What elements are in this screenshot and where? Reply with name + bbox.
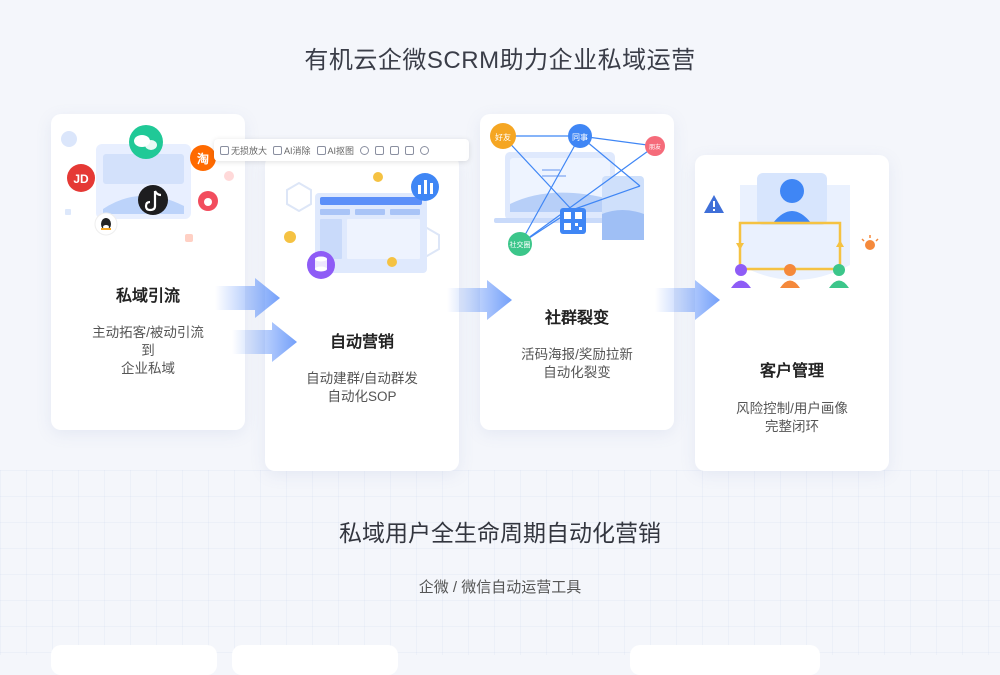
flow-arrow-icon: [655, 280, 720, 320]
card-title: 自动营销: [329, 334, 394, 351]
svg-text:JD: JD: [73, 172, 89, 186]
weibo-icon: [198, 191, 218, 211]
flow-arrow-icon: [215, 278, 280, 318]
user-avatar-icon: [773, 179, 811, 223]
svg-text:淘: 淘: [197, 151, 209, 166]
user-orange-icon: [780, 264, 800, 288]
partner-node-icon: 朋友: [645, 136, 665, 156]
card-community-fission[interactable]: 好友 同事 朋友 社交圈 社群裂变 活码海报/奖励拉新 自动化裂变: [480, 114, 674, 430]
download-icon[interactable]: [405, 145, 415, 155]
section-title: 私域用户全生命周期自动化营销: [339, 520, 661, 546]
card-auto-marketing[interactable]: 自动营销 自动建群/自动群发 自动化SOP: [265, 155, 459, 471]
image-toolbar[interactable]: 无损放大 AI消除 AI抠图: [214, 139, 469, 161]
flow-arrow-icon: [447, 280, 512, 320]
social-node-icon: 社交圈: [508, 232, 532, 256]
taobao-icon: 淘: [190, 145, 216, 171]
private-traffic-illustration: JD 淘: [61, 125, 234, 242]
crop-icon[interactable]: [390, 145, 400, 155]
qrcode-icon: [560, 208, 586, 234]
card-description: 风险控制/用户画像 完整闭环: [736, 401, 848, 434]
flow-arrow-icon: [232, 322, 297, 362]
svg-text:好友: 好友: [495, 132, 511, 142]
card-description: 主动拓客/被动引流 到 企业私域: [92, 325, 204, 376]
wand-icon: [316, 145, 326, 155]
warning-icon: [704, 195, 724, 213]
card-title: 社群裂变: [544, 310, 609, 327]
database-icon: [307, 251, 335, 279]
svg-text:同事: 同事: [572, 132, 588, 142]
card-title: 私域引流: [115, 288, 180, 305]
background-pattern: [0, 470, 1000, 655]
jd-icon: JD: [67, 164, 95, 192]
community-fission-illustration: 好友 同事 朋友 社交圈: [490, 123, 665, 256]
wechat-icon: [129, 125, 163, 159]
settings-icon[interactable]: [420, 145, 430, 155]
lightbulb-icon: [861, 235, 879, 250]
qq-icon: [94, 212, 118, 236]
card-title: 客户管理: [759, 363, 824, 380]
tiktok-icon: [138, 185, 168, 215]
customer-management-illustration: [704, 173, 879, 288]
chart-badge-icon: [411, 173, 439, 201]
feature-card-peek[interactable]: [232, 645, 398, 675]
svg-text:社交圈: 社交圈: [510, 240, 531, 249]
toolbar-ai-cutout[interactable]: AI抠图: [316, 144, 354, 157]
card-description: 自动建群/自动群发 自动化SOP: [306, 371, 418, 404]
auto-marketing-illustration: [284, 172, 440, 279]
toolbar-ai-erase[interactable]: AI消除: [273, 144, 311, 157]
feature-card-peek[interactable]: [51, 645, 217, 675]
card-customer-management[interactable]: 客户管理 风险控制/用户画像 完整闭环: [695, 155, 889, 471]
image-icon[interactable]: [375, 145, 385, 155]
feature-card-peek[interactable]: [630, 645, 820, 675]
colleague-node-icon: 同事: [568, 124, 592, 148]
svg-text:朋友: 朋友: [649, 143, 661, 151]
friend-node-icon: 好友: [490, 123, 516, 149]
card-private-traffic[interactable]: JD 淘 私域引流 主动拓客/被动引流 到 企业私域: [51, 114, 245, 430]
user-green-icon: [829, 264, 849, 288]
toolbar-lossless-zoom[interactable]: 无损放大: [220, 144, 267, 157]
card-description: 活码海报/奖励拉新 自动化裂变: [521, 347, 633, 380]
target-icon[interactable]: [360, 145, 370, 155]
page-title: 有机云企微SCRM助力企业私域运营: [304, 47, 696, 74]
user-purple-icon: [731, 264, 751, 288]
eraser-icon: [273, 145, 283, 155]
section-subtitle: 企微 / 微信自动运营工具: [418, 579, 582, 596]
zoom-icon: [220, 145, 229, 155]
